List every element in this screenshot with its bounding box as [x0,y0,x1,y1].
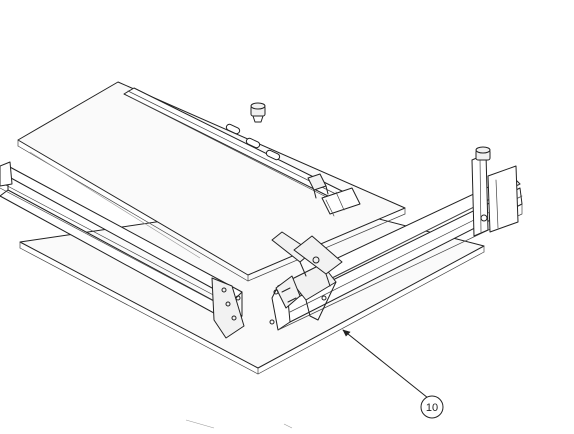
fasteners [269,289,327,325]
panel-slots [225,123,281,161]
sketch-lines [185,419,293,429]
callout-balloon [420,395,444,419]
callout-10: 10 [342,329,444,419]
leader-arrowhead [342,329,351,337]
callout-number: 10 [426,402,438,414]
mounting-panel [17,81,406,282]
clamp-assembly [271,231,343,287]
left-edge-stub [0,161,13,187]
knob-part [250,102,266,123]
end-bracket [211,277,245,339]
slotted-rail [123,87,361,217]
rail-clip [307,173,329,199]
left-rail [0,165,243,325]
vertical-post [471,146,519,237]
